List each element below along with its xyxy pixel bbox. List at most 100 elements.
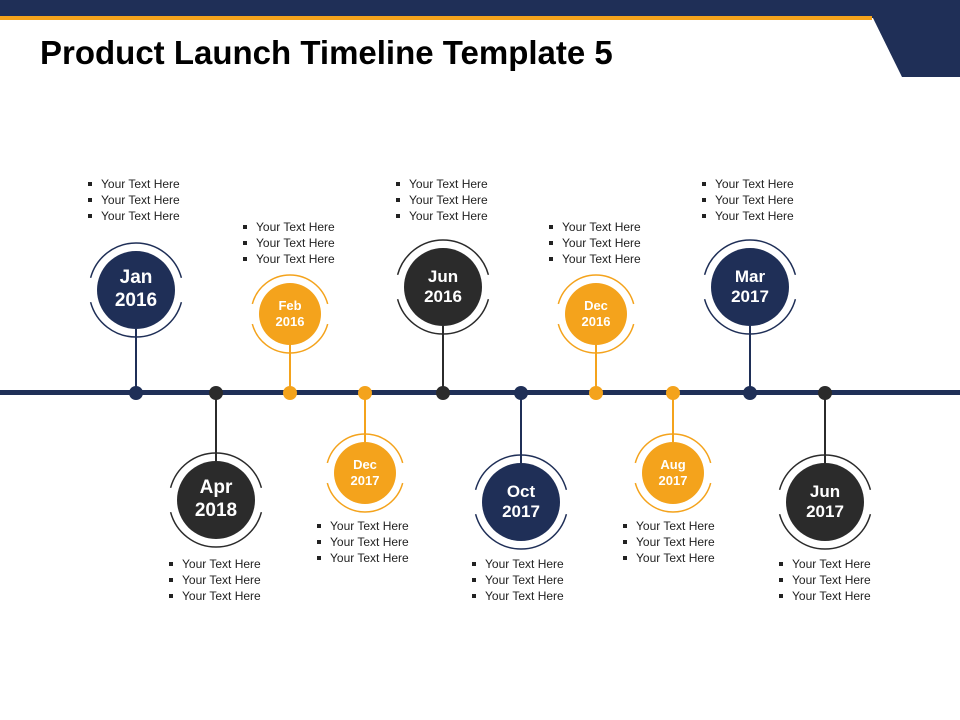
milestone-year: 2018	[194, 500, 238, 521]
milestone-connector	[442, 326, 444, 393]
timeline-marker-dot	[818, 385, 832, 400]
bullet-item: Your Text Here	[87, 192, 180, 208]
bullet-item: Your Text Here	[778, 556, 871, 572]
milestone-year: 2017	[658, 473, 688, 488]
milestone-connector	[520, 392, 522, 463]
bullet-item: Your Text Here	[395, 208, 488, 224]
timeline-marker-dot	[589, 385, 603, 400]
bullet-item: Your Text Here	[548, 219, 641, 235]
timeline-axis	[0, 390, 960, 395]
milestone-ring-arcs	[634, 433, 712, 513]
milestone-connector	[135, 329, 137, 393]
milestone-ring-arcs	[169, 452, 263, 548]
milestone-month: Jun	[809, 481, 841, 501]
bullet-item: Your Text Here	[622, 534, 715, 550]
bullet-item: Your Text Here	[701, 208, 794, 224]
bullet-item: Your Text Here	[701, 192, 794, 208]
milestone-connector	[595, 345, 597, 393]
milestone-month: Aug	[660, 457, 686, 473]
bullet-item: Your Text Here	[395, 192, 488, 208]
milestone-ring-arcs	[557, 274, 635, 354]
bullet-item: Your Text Here	[242, 235, 335, 251]
milestone-month: Apr	[199, 477, 233, 499]
timeline-marker-dot	[666, 385, 680, 400]
bullet-item: Your Text Here	[471, 556, 564, 572]
page-title: Product Launch Timeline Template 5	[40, 34, 613, 71]
bullet-item: Your Text Here	[548, 235, 641, 251]
milestone-month: Oct	[506, 481, 536, 501]
bullet-item: Your Text Here	[316, 550, 409, 566]
bullet-item: Your Text Here	[87, 208, 180, 224]
milestone-year: 2016	[581, 314, 611, 329]
header-accent-stripe	[0, 16, 872, 20]
bullet-item: Your Text Here	[701, 176, 794, 192]
bullet-item: Your Text Here	[778, 588, 871, 604]
milestone-ring-arcs	[778, 454, 872, 550]
bullet-item: Your Text Here	[87, 176, 180, 192]
milestone-ring-arcs	[703, 239, 797, 335]
header-bar	[0, 0, 960, 18]
bullet-item: Your Text Here	[242, 251, 335, 267]
milestone-month: Jan	[119, 267, 153, 289]
milestone-year: 2017	[731, 287, 769, 306]
bullet-item: Your Text Here	[548, 251, 641, 267]
timeline-marker-dot	[436, 385, 450, 400]
milestone-year: 2017	[806, 502, 844, 521]
timeline-marker-dot	[129, 385, 143, 400]
milestone-year: 2017	[350, 473, 380, 488]
bullet-item: Your Text Here	[622, 550, 715, 566]
milestone-month: Dec	[584, 298, 608, 314]
header-corner-shape	[872, 16, 960, 77]
timeline-marker-dot	[514, 385, 528, 400]
milestone-connector	[824, 392, 826, 463]
milestone-connector	[749, 326, 751, 393]
milestone-month: Feb	[278, 298, 302, 314]
milestone-ring-arcs	[396, 239, 490, 335]
bullet-item: Your Text Here	[471, 588, 564, 604]
bullet-item: Your Text Here	[242, 219, 335, 235]
bullet-item: Your Text Here	[316, 518, 409, 534]
milestone-ring-arcs	[326, 433, 404, 513]
bullet-item: Your Text Here	[168, 588, 261, 604]
milestone-connector	[672, 392, 674, 442]
bullet-item: Your Text Here	[316, 534, 409, 550]
timeline-marker-dot	[358, 385, 372, 400]
bullet-item: Your Text Here	[395, 176, 488, 192]
timeline-marker-dot	[743, 385, 757, 400]
milestone-connector	[215, 392, 217, 461]
bullet-item: Your Text Here	[622, 518, 715, 534]
milestone-ring-arcs	[251, 274, 329, 354]
milestone-year: 2016	[114, 290, 158, 311]
milestone-connector	[289, 345, 291, 393]
milestone-month: Mar	[734, 266, 766, 286]
milestone-year: 2017	[502, 502, 540, 521]
milestone-month: Dec	[353, 457, 377, 473]
milestone-ring-arcs	[474, 454, 568, 550]
bullet-item: Your Text Here	[471, 572, 564, 588]
milestone-year: 2016	[275, 314, 305, 329]
milestone-ring-arcs	[89, 242, 183, 338]
bullet-item: Your Text Here	[168, 572, 261, 588]
bullet-item: Your Text Here	[778, 572, 871, 588]
milestone-year: 2016	[424, 287, 462, 306]
